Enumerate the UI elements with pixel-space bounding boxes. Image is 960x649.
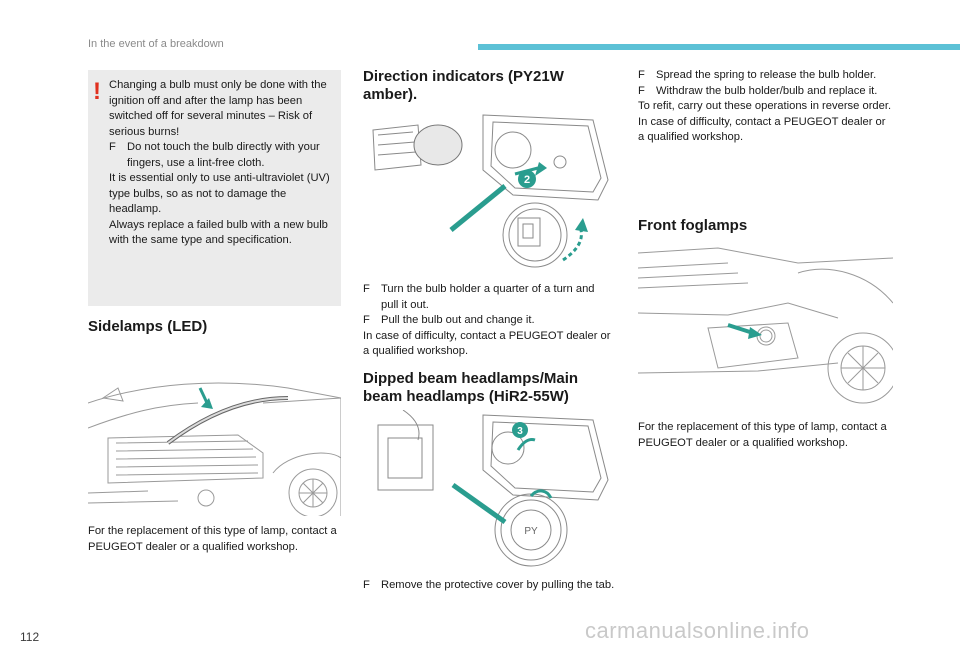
sidelamps-illustration (87, 343, 342, 518)
bullet-marker: F (638, 84, 645, 97)
watermark: carmanualsonline.info (585, 618, 810, 643)
bullet-marker: F (638, 69, 645, 81)
dipped-heading: Dipped beam headlamps/Main beam headlamp… (363, 370, 615, 406)
refit-para: To refit, carry out these operations in … (638, 100, 892, 112)
step-3-badge: 3 (517, 426, 523, 437)
sidelamps-text: For the replacement of this type of lamp… (88, 525, 337, 553)
warning-text: Changing a bulb must only be done with t… (109, 78, 337, 249)
section-title: In the event of a breakdown (88, 38, 224, 50)
cover-label: PY (524, 526, 538, 537)
warning-box (88, 70, 341, 306)
warning-para-replace: Always replace a failed bulb with a new … (109, 218, 328, 247)
step-2-badge: 2 (524, 174, 530, 186)
page-number: 112 (20, 630, 40, 644)
foglamps-illustration (637, 243, 899, 413)
section-accent-bar (478, 44, 960, 50)
foglamps-heading: Front foglamps (638, 217, 748, 234)
direction-illustration: 2 (363, 110, 613, 275)
warning-icon: ! (93, 78, 101, 105)
direction-heading-line1: Direction indicators (PY21W (363, 68, 564, 85)
dipped-heading-line1: Dipped beam headlamps/Main (363, 370, 579, 387)
direction-heading: Direction indicators (PY21W amber). (363, 68, 613, 104)
direction-para: In case of difficulty, contact a PEUGEOT… (363, 329, 611, 358)
foglamps-text: For the replacement of this type of lamp… (638, 421, 887, 449)
bullet-marker: F (109, 141, 116, 153)
bullet-marker: F (363, 314, 370, 326)
warning-intro: Changing a bulb must only be done with t… (109, 79, 327, 138)
bullet-marker: F (363, 283, 370, 295)
sidelamps-heading: Sidelamps (LED) (88, 318, 208, 335)
warning-para-uv: It is essential only to use anti-ultravi… (109, 172, 330, 215)
dipped-illustration: PY 3 (363, 409, 613, 573)
direction-heading-line2: amber). (363, 86, 418, 103)
bullet-marker: F (363, 579, 370, 591)
dipped-heading-line2: beam headlamps (HiR2-55W) (363, 388, 569, 405)
difficulty-para: In case of difficulty, contact a PEUGEOT… (638, 115, 886, 144)
